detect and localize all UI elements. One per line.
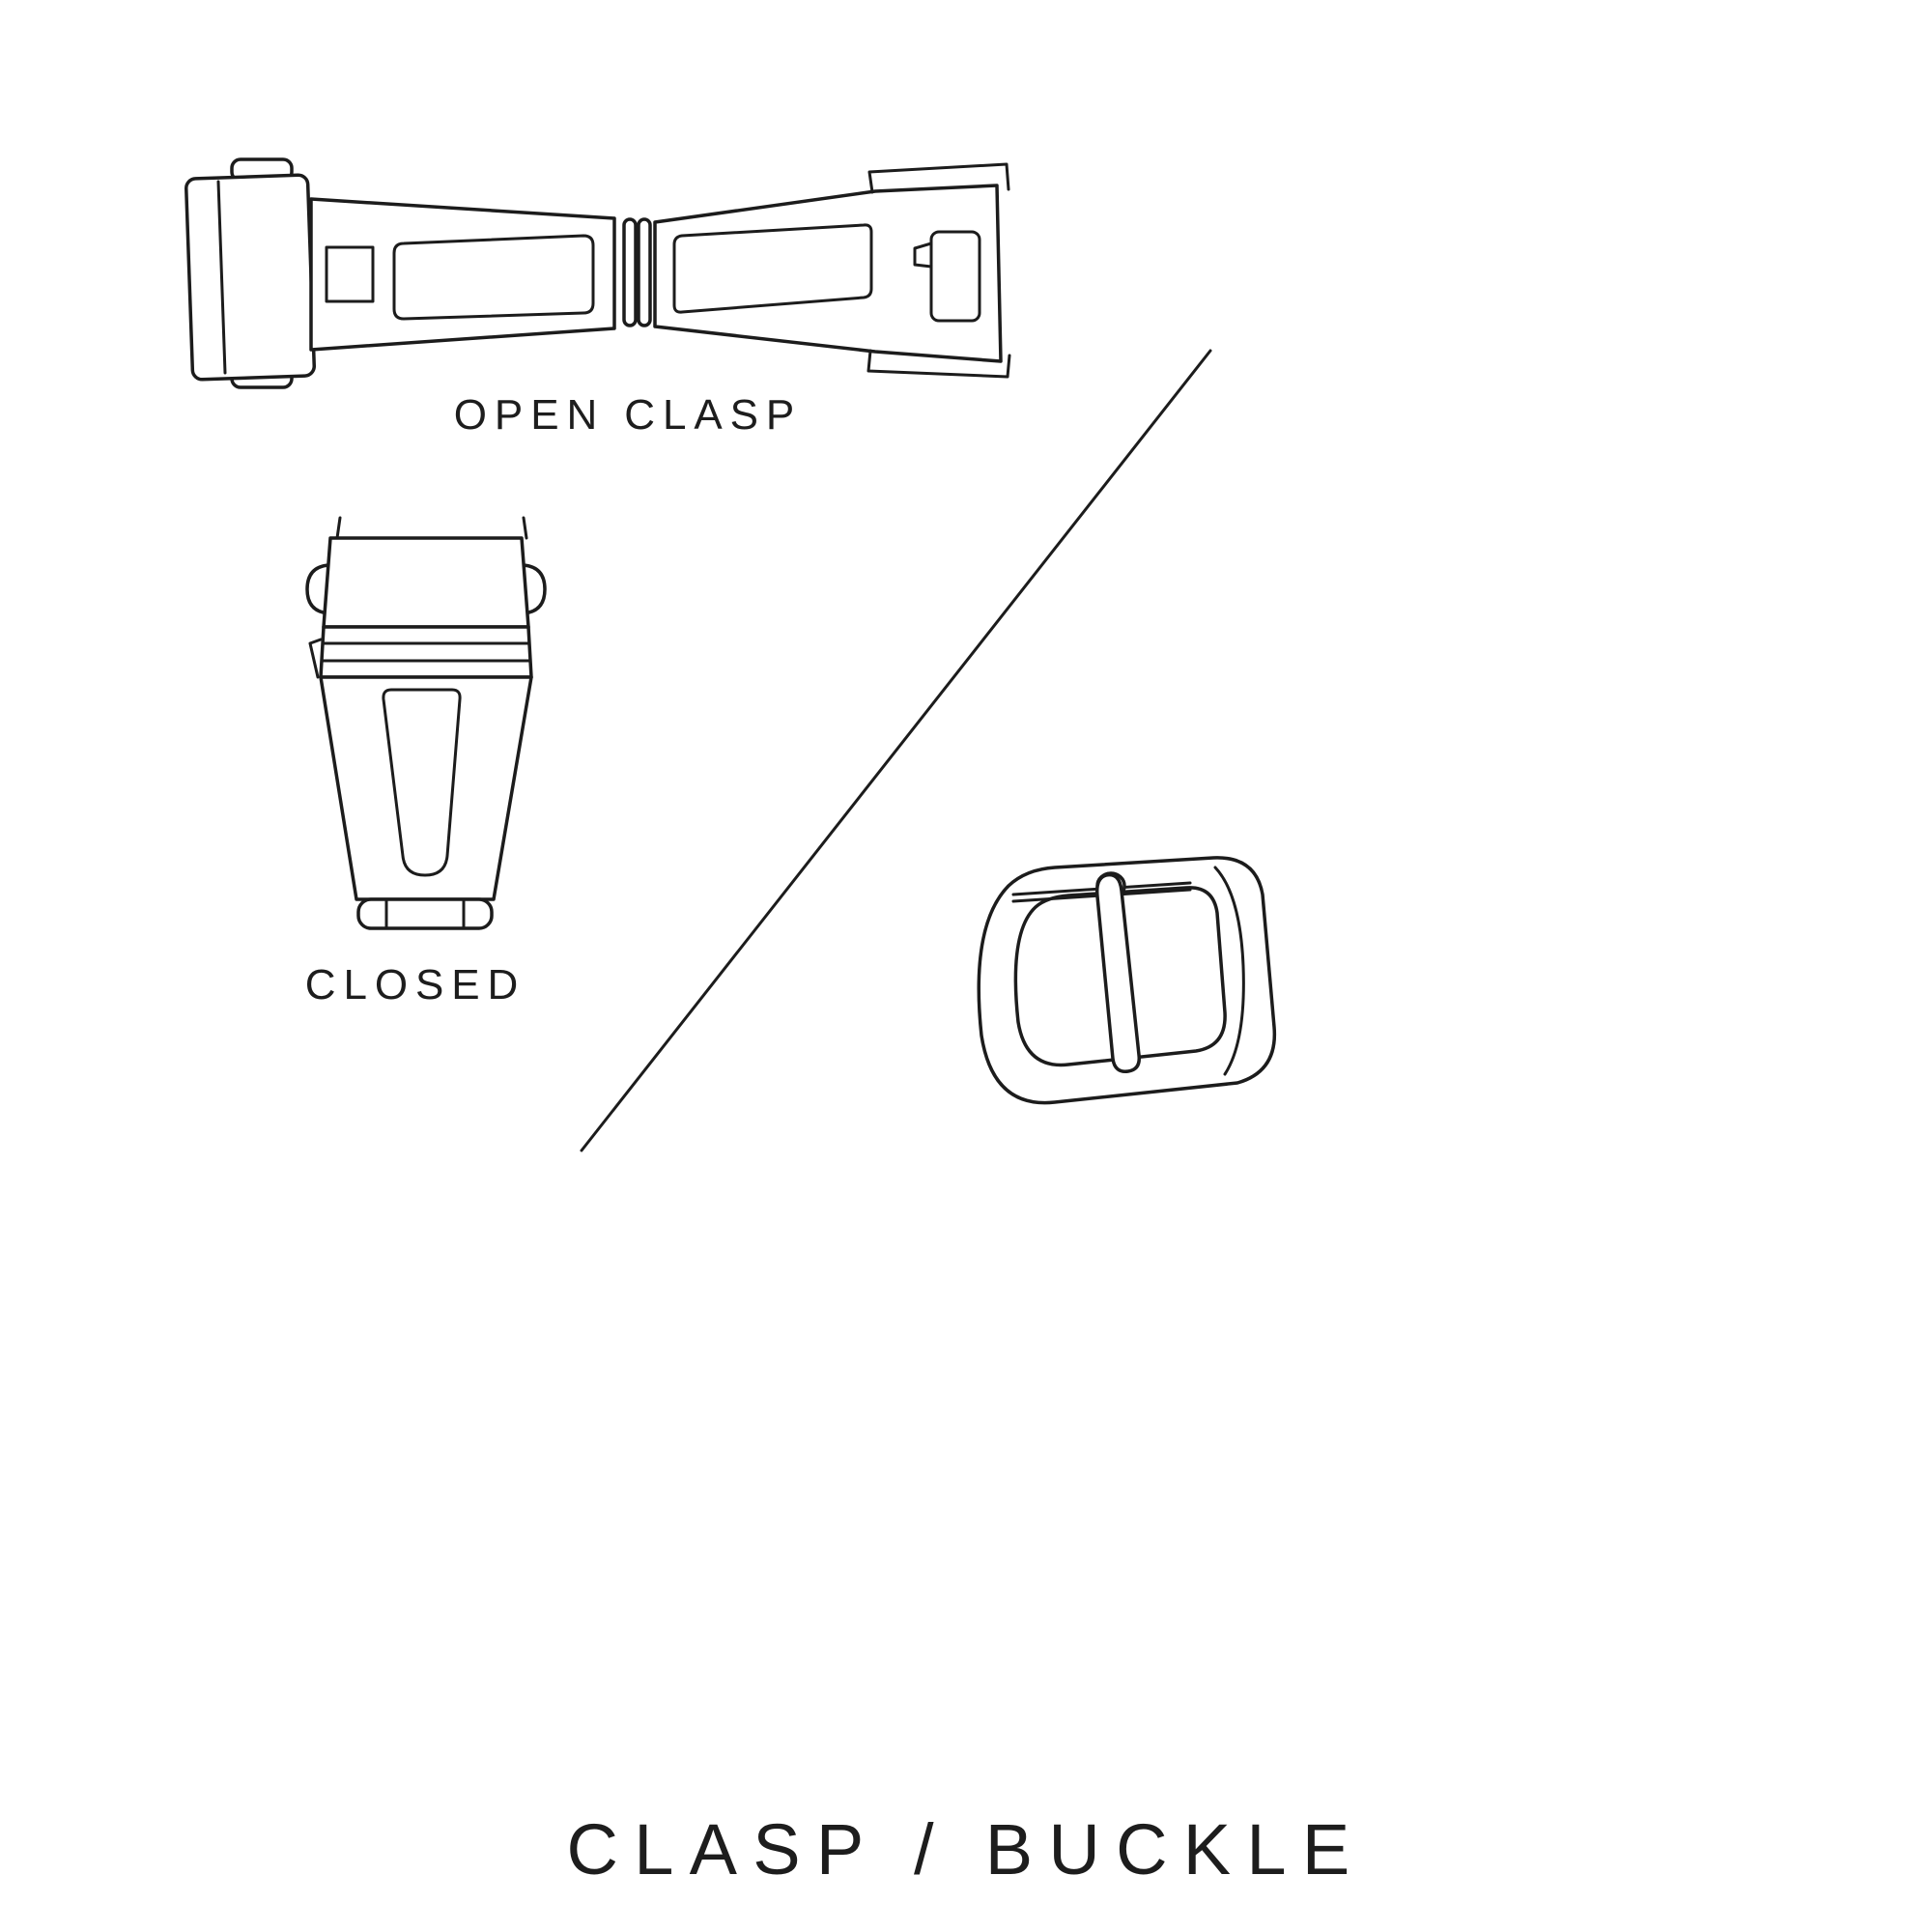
open-clasp-label: OPEN CLASP (453, 391, 803, 439)
open-clasp-illustration (185, 157, 1011, 389)
divider-line (580, 349, 1212, 1152)
page-title: CLASP / BUCKLE (566, 1809, 1366, 1889)
buckle-illustration (977, 856, 1277, 1105)
closed-clasp-label: CLOSED (304, 961, 526, 1009)
closed-clasp-illustration (305, 516, 547, 930)
